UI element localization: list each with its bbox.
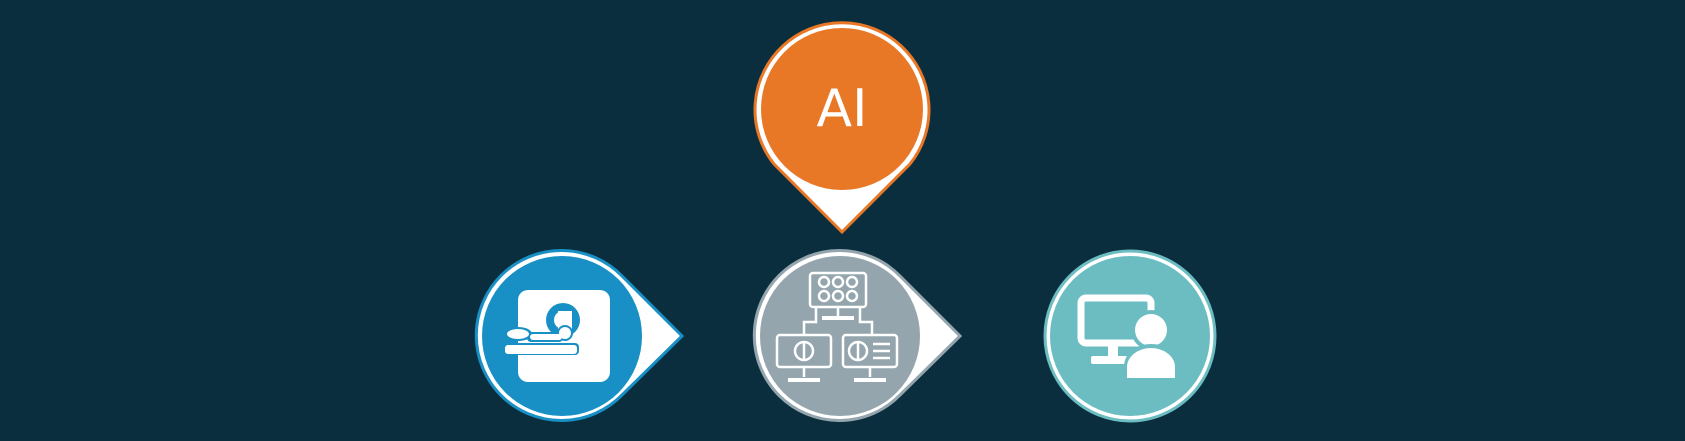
review-node-circle — [1050, 256, 1210, 416]
doctor-workstation-icon — [1077, 294, 1178, 378]
review-node — [1043, 249, 1217, 423]
scanner-pin — [474, 249, 685, 422]
ai-pin-circle — [761, 28, 923, 190]
processing-pin — [752, 249, 963, 422]
mri-scanner-icon — [503, 290, 610, 382]
ai-pin: AI — [753, 21, 931, 235]
brain-image-network-icon — [775, 271, 899, 382]
processing-pin-circle — [760, 256, 920, 416]
ai-label: AI — [817, 79, 868, 139]
